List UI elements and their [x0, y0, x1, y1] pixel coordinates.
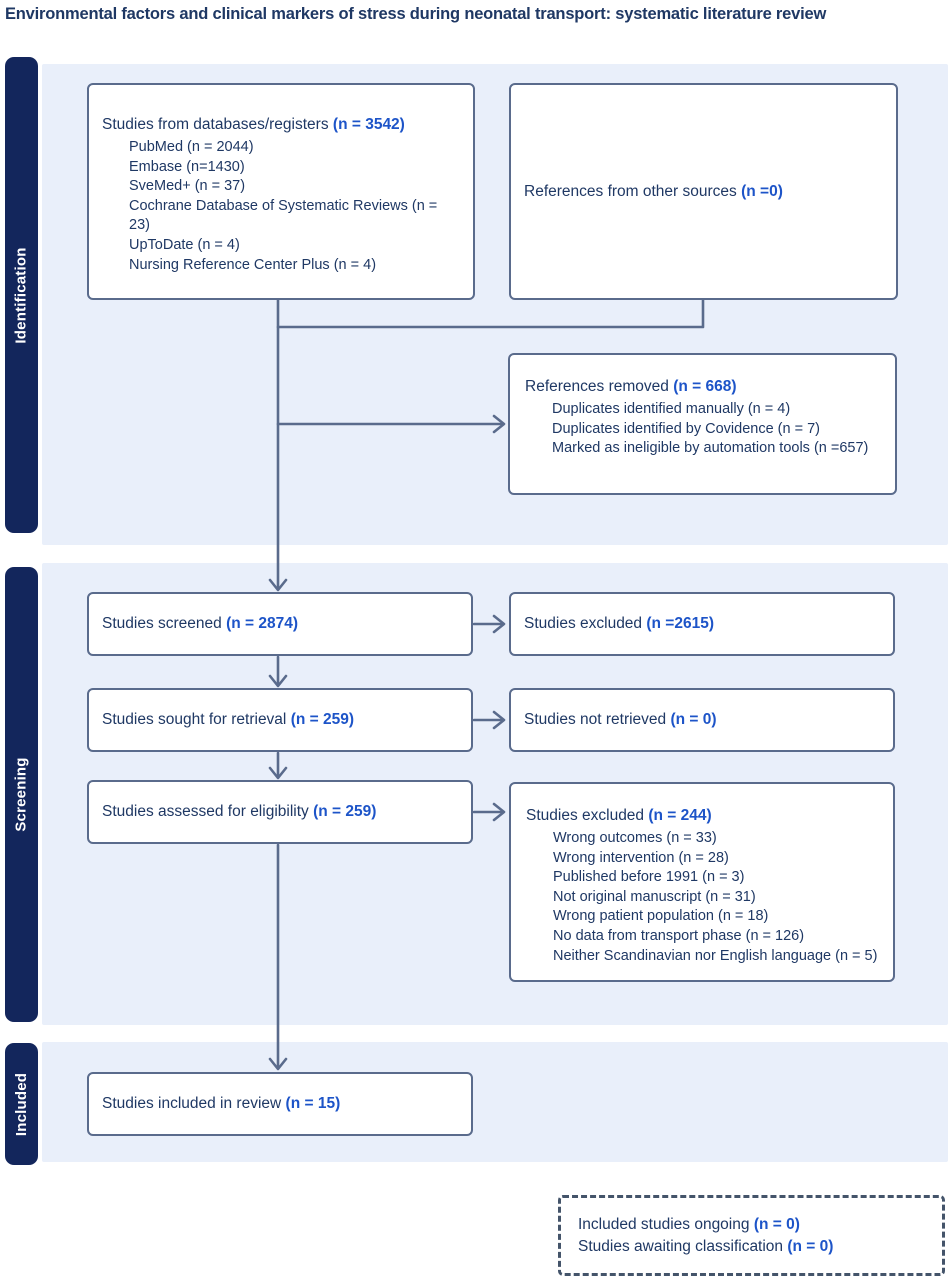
studies-excluded-eligibility-count: (n = 244) — [648, 807, 712, 824]
included-stage-label: Included — [13, 1072, 30, 1136]
studies-not-retrieved-box: Studies not retrieved (n = 0) — [509, 688, 895, 752]
screening-stage-label: Screening — [13, 757, 31, 832]
databases-heading: Studies from databases/registers (n = 35… — [102, 116, 405, 133]
removed-item: Duplicates identified manually (n = 4) — [552, 401, 791, 417]
references-removed-count: (n = 668) — [673, 378, 737, 395]
removed-item: Marked as ineligible by automation tools… — [552, 440, 869, 457]
exclusion-reason-item: Wrong outcomes (n = 33) — [553, 830, 717, 846]
other-sources-count: (n =0) — [741, 182, 783, 200]
studies-screened-box: Studies screened (n = 2874) — [87, 592, 473, 656]
removed-item: Duplicates identified by Covidence (n = … — [552, 420, 820, 437]
studies-included-count: (n = 15) — [285, 1095, 341, 1112]
exclusion-reason-item: No data from transport phase (n = 126) — [553, 927, 805, 944]
studies-screened-heading: Studies screened (n = 2874) — [102, 615, 299, 632]
identification-stage-label: Identification — [13, 246, 31, 344]
studies-excluded-screen-count: (n =2615) — [646, 615, 715, 632]
database-item: PubMed (n = 2044) — [129, 139, 254, 155]
ongoing-studies-count: (n = 0) — [753, 1215, 800, 1233]
other-sources-box: References from other sources (n =0) — [509, 83, 898, 300]
exclusion-reason-item: Wrong patient population (n = 18) — [553, 908, 769, 925]
ongoing-classification-box: Included studies ongoing (n = 0) Studies… — [558, 1195, 945, 1276]
databases-count: (n = 3542) — [332, 116, 405, 133]
studies-not-retrieved-count: (n = 0) — [670, 711, 717, 728]
studies-excluded-eligibility-heading: Studies excluded (n = 244) — [526, 807, 712, 824]
studies-screened-count: (n = 2874) — [226, 615, 299, 632]
studies-included-heading: Studies included in review (n = 15) — [102, 1095, 341, 1112]
studies-included-box: Studies included in review (n = 15) — [87, 1072, 473, 1136]
database-item: Nursing Reference Center Plus (n = 4) — [129, 256, 377, 273]
studies-assessed-heading: Studies assessed for eligibility (n = 25… — [102, 803, 377, 820]
awaiting-classification-line: Studies awaiting classification (n = 0) — [578, 1237, 834, 1255]
ongoing-studies-line: Included studies ongoing (n = 0) — [578, 1215, 800, 1233]
studies-excluded-screen-box: Studies excluded (n =2615) — [509, 592, 895, 656]
database-item: Cochrane Database of Systematic Reviews … — [129, 197, 438, 234]
database-item: Embase (n=1430) — [129, 158, 245, 175]
studies-assessed-box: Studies assessed for eligibility (n = 25… — [87, 780, 473, 844]
studies-sought-box: Studies sought for retrieval (n = 259) — [87, 688, 473, 752]
database-item: SveMed+ (n = 37) — [129, 178, 246, 195]
identification-stage-bar: Identification — [5, 57, 38, 533]
screening-stage-bar: Screening — [5, 567, 38, 1022]
exclusion-reason-item: Not original manuscript (n = 31) — [553, 888, 756, 905]
database-item: UpToDate (n = 4) — [129, 236, 240, 253]
studies-not-retrieved-heading: Studies not retrieved (n = 0) — [524, 711, 717, 728]
references-removed-box: References removed (n = 668) Duplicates … — [508, 353, 897, 495]
studies-excluded-screen-heading: Studies excluded (n =2615) — [524, 615, 715, 632]
studies-sought-count: (n = 259) — [290, 711, 355, 728]
included-stage-bar: Included — [5, 1043, 38, 1165]
exclusion-reason-item: Neither Scandinavian nor English languag… — [553, 947, 878, 964]
exclusion-reason-item: Published before 1991 (n = 3) — [553, 869, 745, 886]
other-sources-heading: References from other sources (n =0) — [524, 182, 783, 200]
references-removed-heading: References removed (n = 668) — [525, 378, 737, 395]
studies-excluded-eligibility-box: Studies excluded (n = 244) Wrong outcome… — [509, 782, 895, 982]
studies-sought-heading: Studies sought for retrieval (n = 259) — [102, 711, 355, 728]
figure-title: Environmental factors and clinical marke… — [5, 5, 827, 23]
awaiting-classification-count: (n = 0) — [787, 1237, 834, 1255]
databases-box: Studies from databases/registers (n = 35… — [87, 83, 475, 300]
exclusion-reason-item: Wrong intervention (n = 28) — [553, 849, 729, 866]
studies-assessed-count: (n = 259) — [313, 803, 377, 820]
